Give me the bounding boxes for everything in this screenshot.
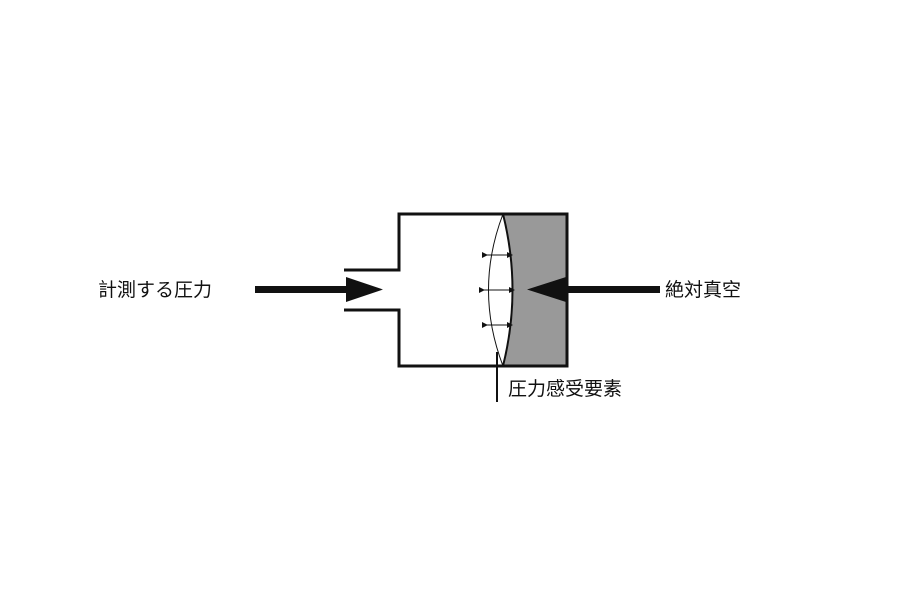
measured-pressure-label: 計測する圧力 <box>98 279 213 301</box>
measured-pressure-arrow <box>255 277 383 302</box>
absolute-vacuum-arrow <box>527 277 660 302</box>
absolute-vacuum-label: 絶対真空 <box>665 279 742 301</box>
pressure-sensing-element-label: 圧力感受要素 <box>508 378 623 400</box>
